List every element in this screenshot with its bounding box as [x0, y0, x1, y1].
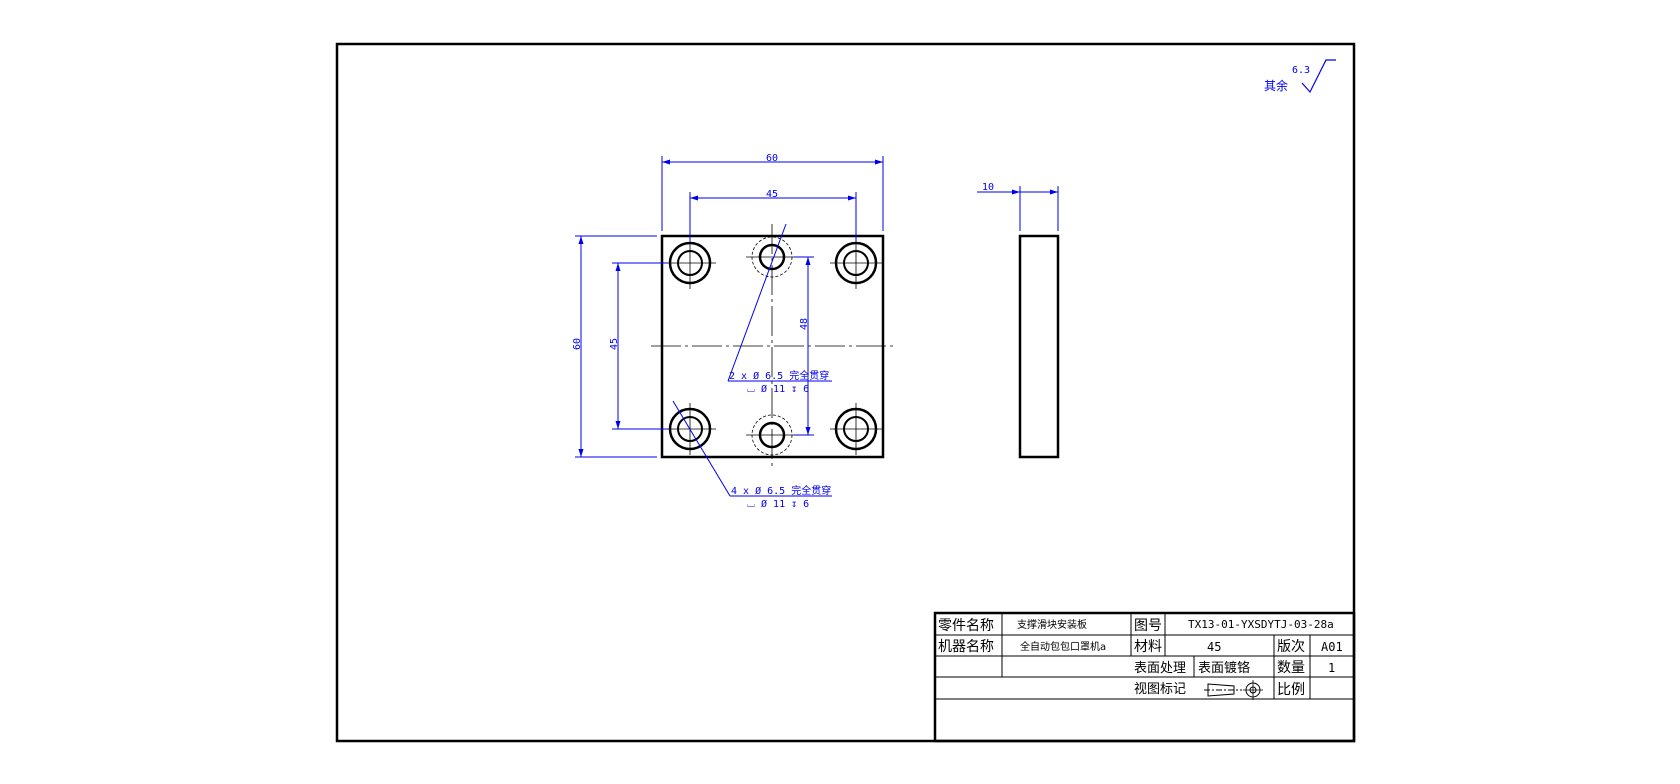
- machine-name: 全自动包包口罩机a: [1020, 640, 1106, 653]
- dim-center-spacing: 48: [799, 318, 810, 330]
- dim-side-thickness: 10: [982, 182, 994, 193]
- projection-symbol-icon: [1204, 680, 1263, 700]
- qty: 1: [1328, 661, 1335, 675]
- front-view: [651, 224, 895, 469]
- corner-hole-top-right: [830, 237, 882, 289]
- drawing-no: TX13-01-YXSDYTJ-03-28a: [1188, 618, 1334, 631]
- qty-label: 数量: [1277, 660, 1305, 676]
- callout-center-line1: 2 x Ø 6.5 完全贯穿: [729, 369, 829, 382]
- center-hole-bottom: [746, 414, 798, 456]
- machine-label: 机器名称: [938, 639, 994, 655]
- corner-hole-bottom-right: [830, 403, 882, 455]
- view-label: 视图标记: [1134, 682, 1186, 697]
- callout-center-line2: ⌴ Ø 11 ↧ 6: [747, 383, 809, 395]
- dim-hole-spacing-x: 45: [766, 189, 778, 200]
- drawing-frame: [335, 42, 1356, 743]
- plate-outline: [660, 234, 885, 459]
- part-name-label: 零件名称: [938, 618, 994, 634]
- version-label: 版次: [1277, 639, 1305, 655]
- version: A01: [1321, 640, 1343, 654]
- roughness-value: 6.3: [1292, 65, 1310, 76]
- material: 45: [1207, 640, 1221, 654]
- roughness-symbol: 其余 6.3: [1264, 59, 1336, 94]
- surface-label: 表面处理: [1134, 661, 1186, 676]
- side-view: [1018, 234, 1060, 459]
- roughness-check-icon: [1301, 59, 1336, 94]
- title-block: [933, 611, 1356, 743]
- center-hole-top: [746, 236, 798, 278]
- dim-left-height: 60: [572, 338, 583, 350]
- dimension-lines: [575, 156, 1059, 497]
- dim-hole-spacing-y: 45: [609, 338, 620, 350]
- scale-label: 比例: [1277, 682, 1305, 698]
- part-name: 支撑滑块安装板: [1017, 618, 1087, 631]
- roughness-label: 其余: [1264, 78, 1288, 93]
- surface: 表面镀铬: [1198, 660, 1250, 676]
- dim-top-width: 60: [766, 153, 778, 164]
- callout-corner-line2: ⌴ Ø 11 ↧ 6: [747, 498, 809, 510]
- callout-corner-line1: 4 x Ø 6.5 完全贯穿: [731, 484, 831, 497]
- material-label: 材料: [1134, 639, 1162, 655]
- corner-hole-top-left: [664, 237, 716, 289]
- drawing-no-label: 图号: [1134, 618, 1162, 634]
